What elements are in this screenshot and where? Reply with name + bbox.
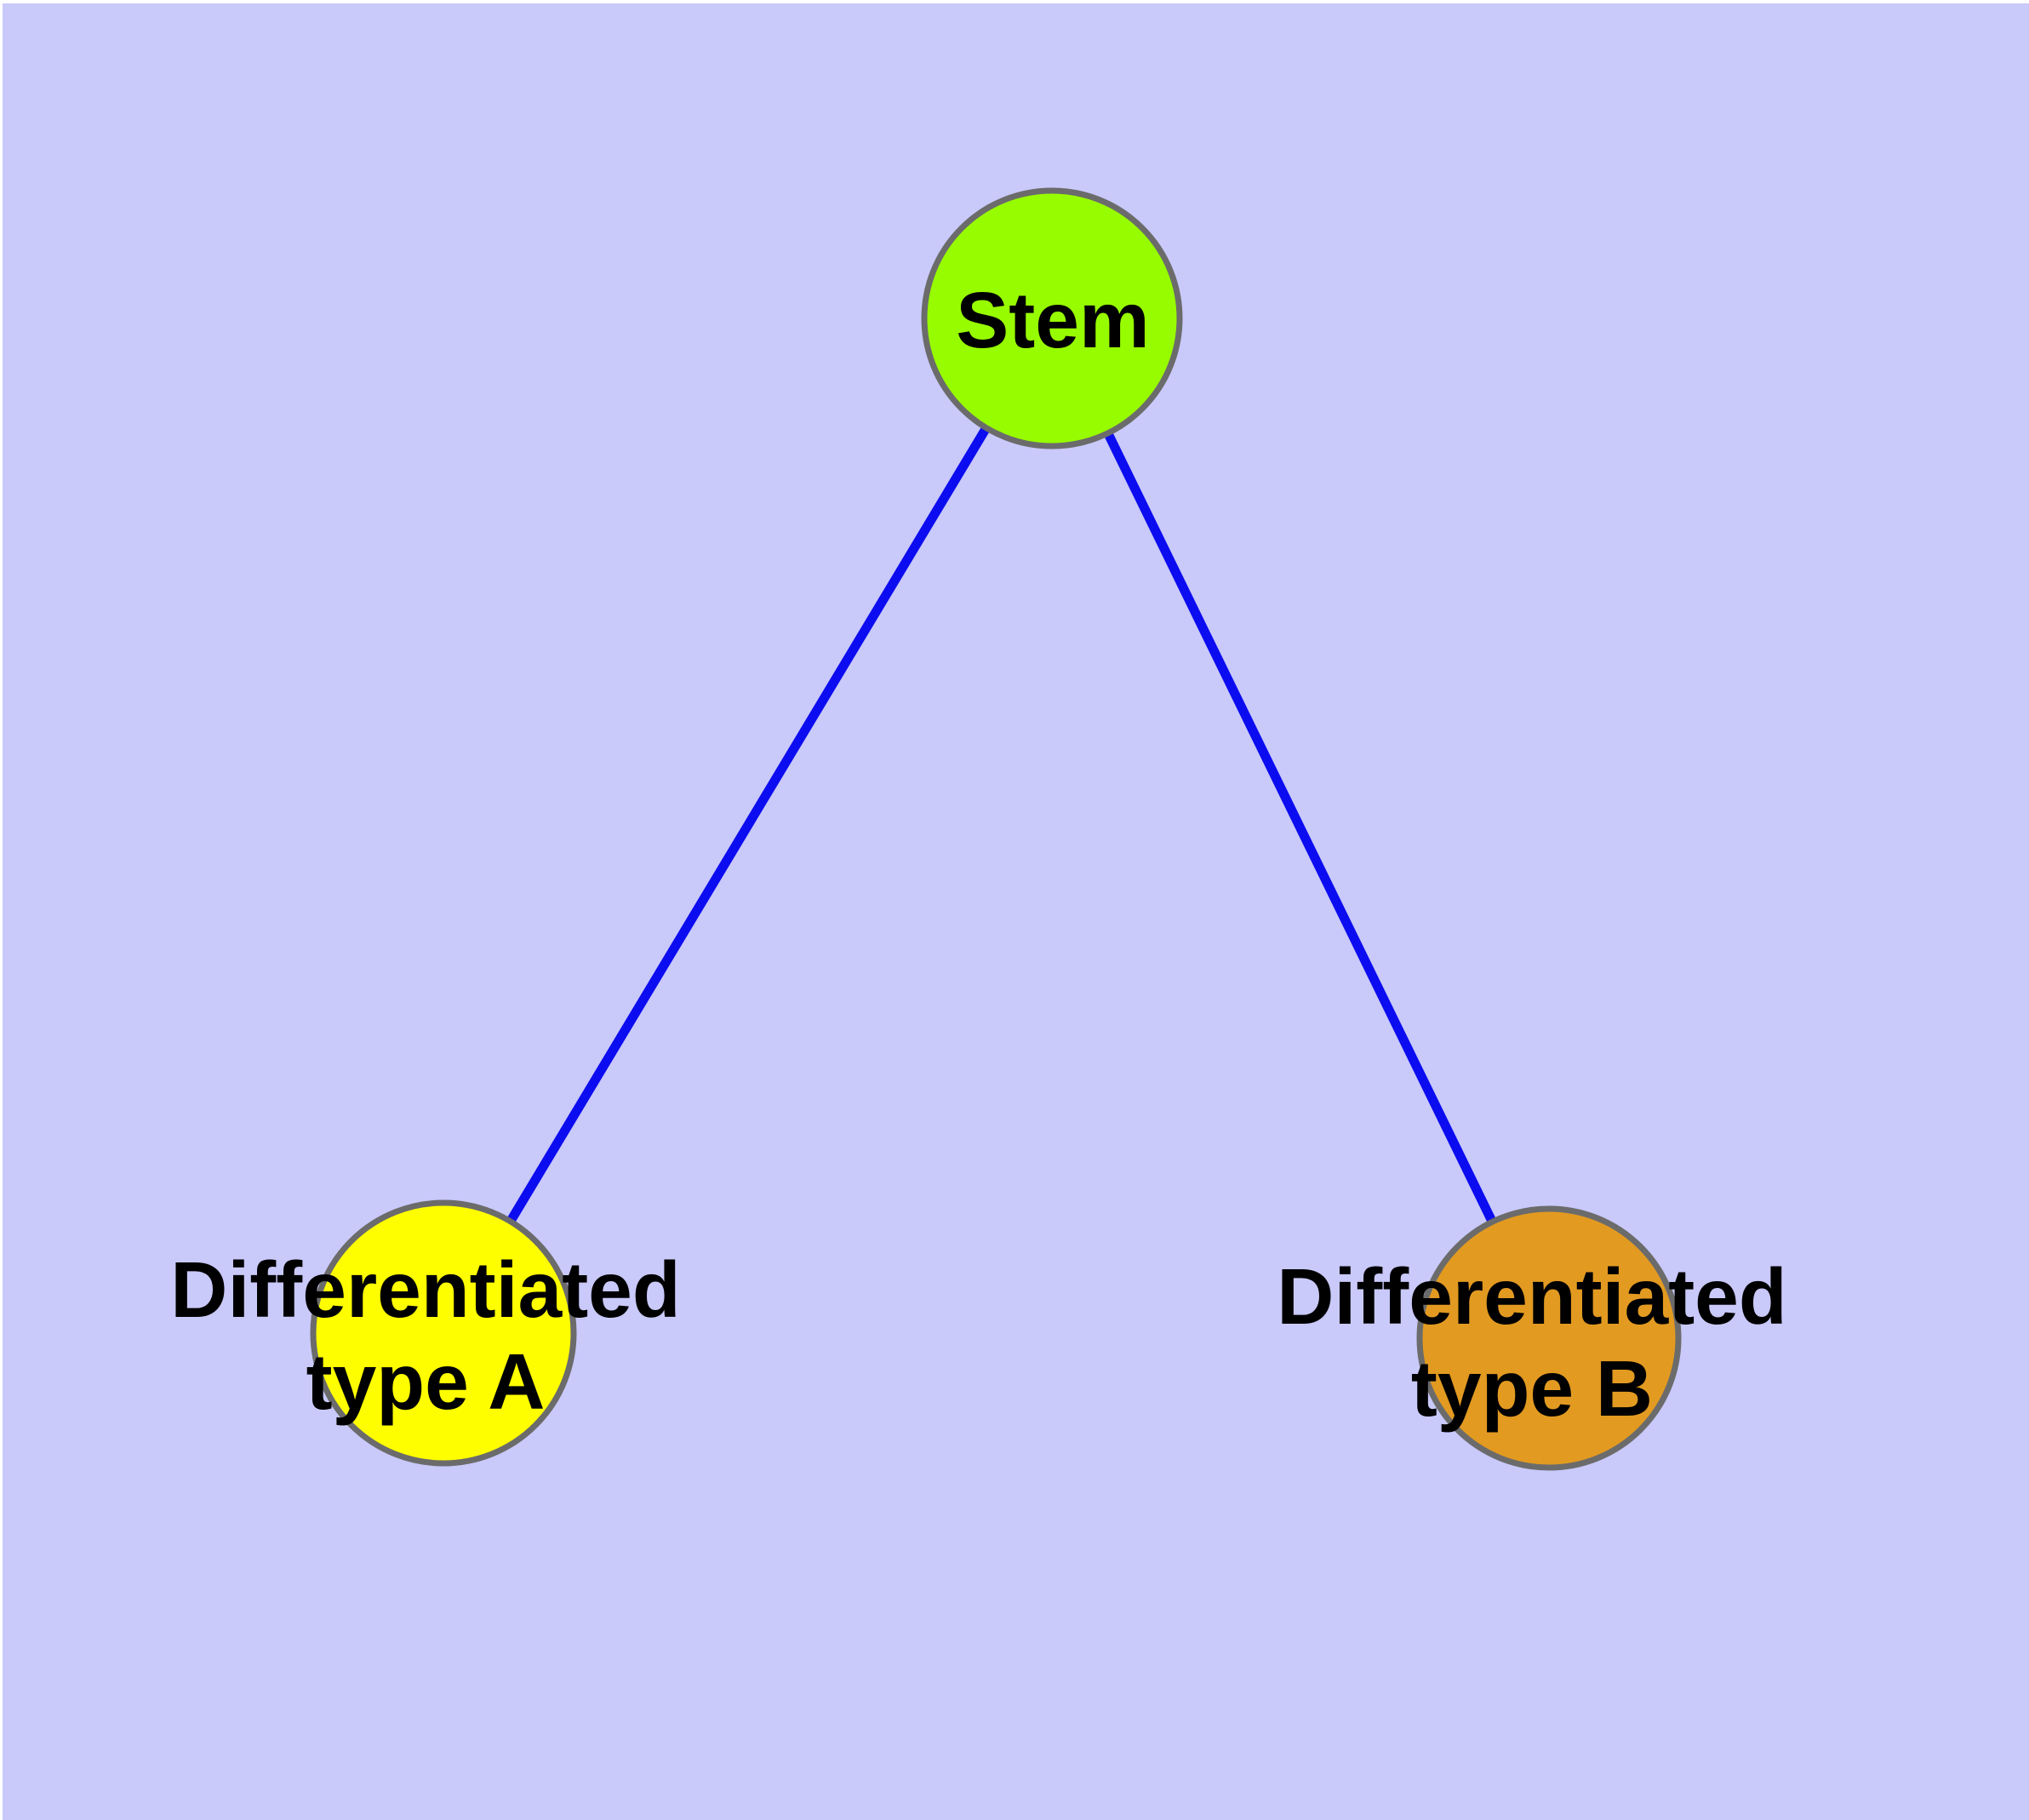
node-differentiated-type-a-label-line1: Differentiated [170, 1245, 680, 1334]
node-stem-label: Stem [956, 276, 1149, 364]
node-differentiated-type-b-label-line2: type B [1411, 1344, 1653, 1433]
node-differentiated-type-b [1416, 1205, 1682, 1471]
edge-stem-to-differentiated-type-b [1048, 316, 1553, 1341]
node-stem [921, 187, 1183, 449]
edge-stem-to-differentiated-type-a [439, 316, 1056, 1336]
node-differentiated-type-a [310, 1199, 577, 1467]
node-differentiated-type-b-label-line1: Differentiated [1277, 1252, 1786, 1341]
node-differentiated-type-a-label-line2: type A [306, 1337, 546, 1426]
